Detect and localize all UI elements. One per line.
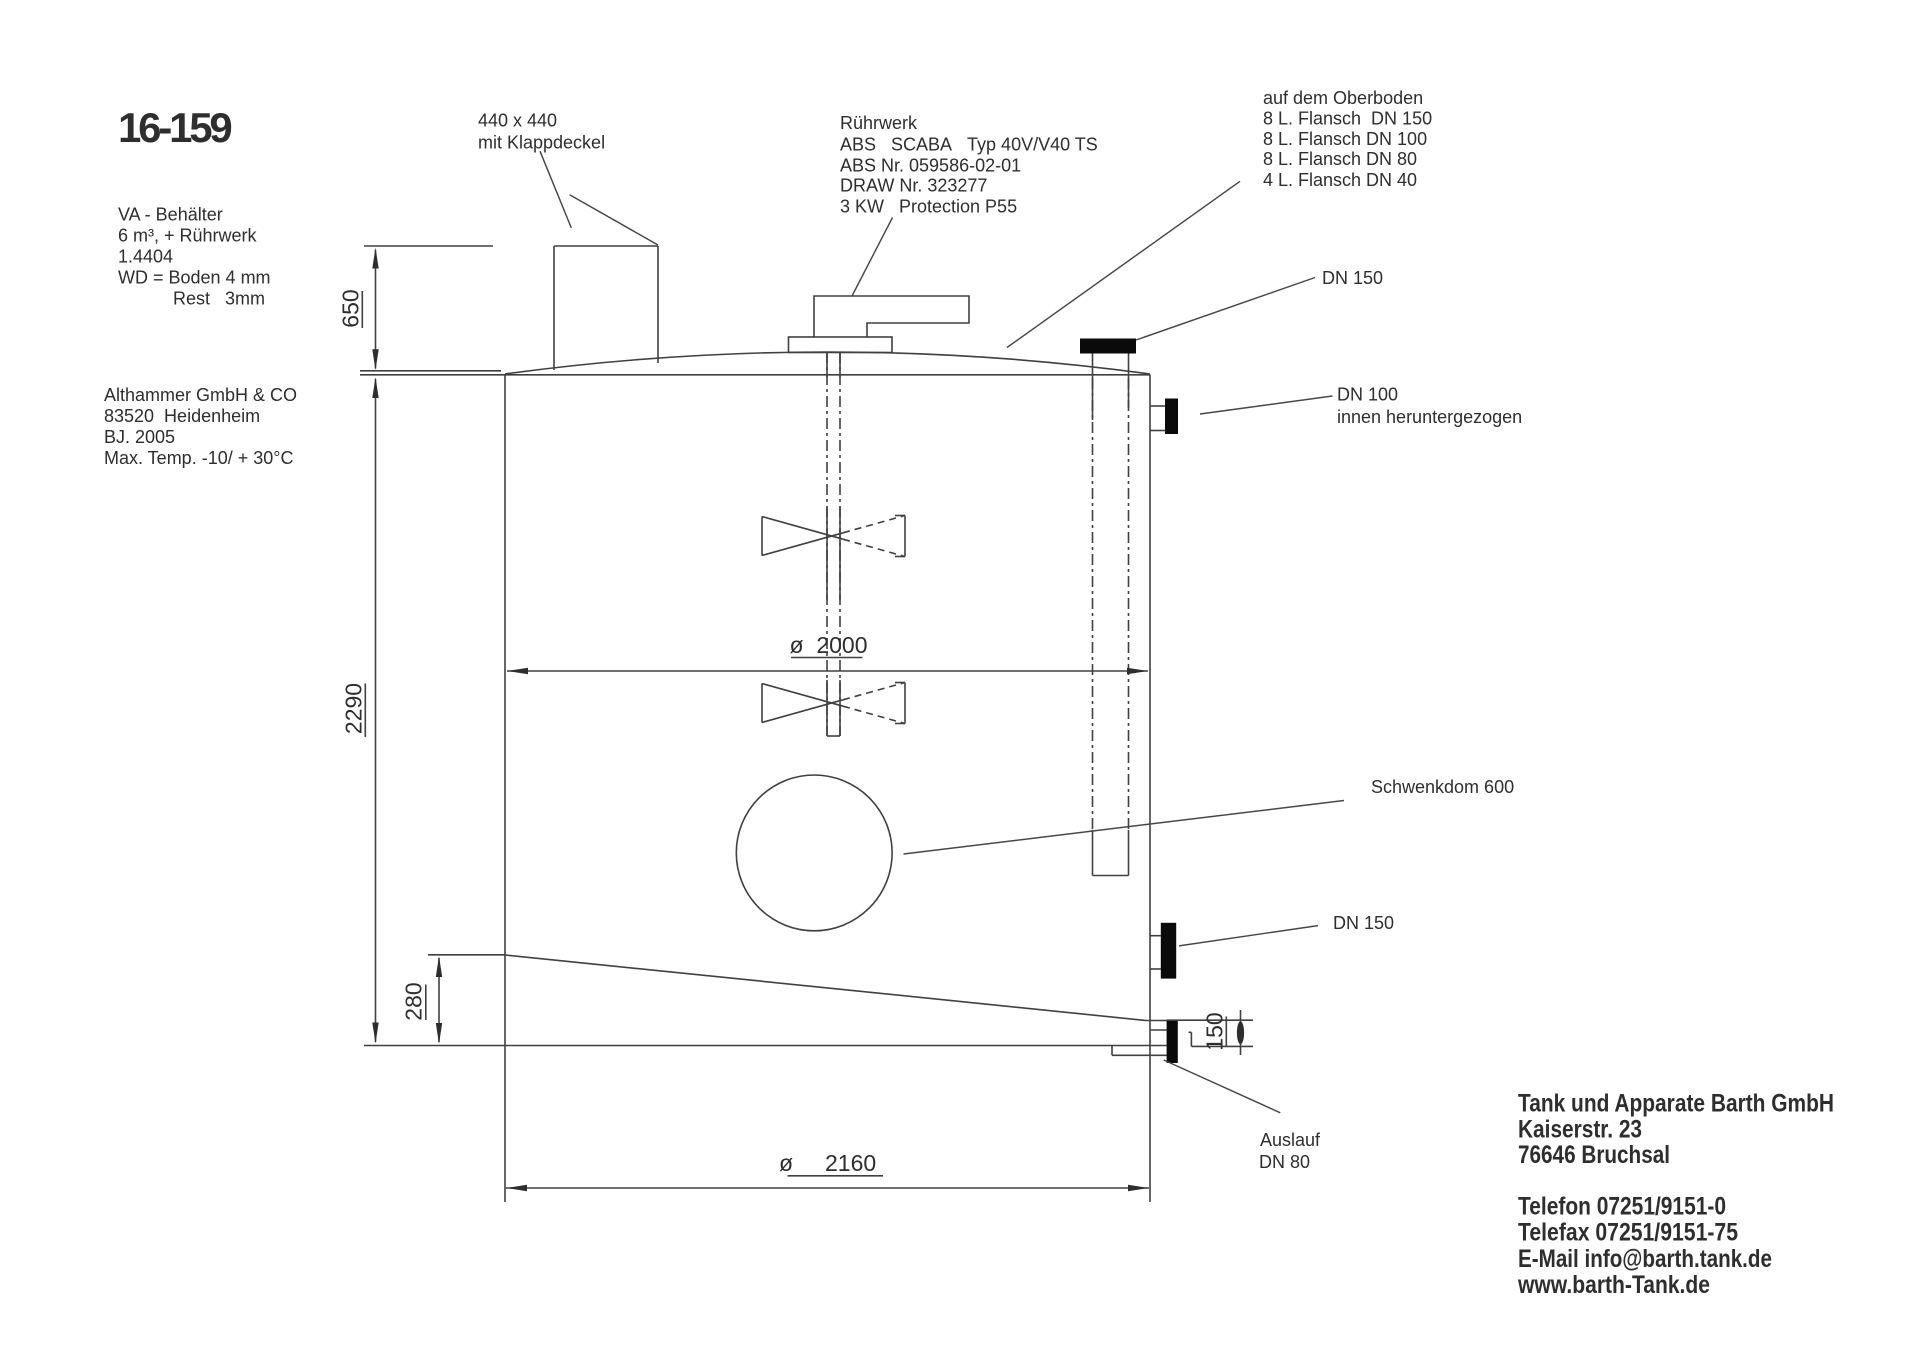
svg-text:Telefax 07251/9151-75: Telefax 07251/9151-75: [1518, 1219, 1738, 1247]
svg-text:innen heruntergezogen: innen heruntergezogen: [1337, 407, 1522, 427]
svg-text:Schwenkdom 600: Schwenkdom 600: [1371, 777, 1514, 797]
svg-text:Kaiserstr. 23: Kaiserstr. 23: [1518, 1116, 1642, 1144]
svg-text:auf dem Oberboden: auf dem Oberboden: [1263, 88, 1423, 108]
svg-text:DN 150: DN 150: [1333, 913, 1394, 933]
svg-text:mit Klappdeckel: mit Klappdeckel: [478, 133, 605, 153]
svg-text:Max. Temp. -10/ + 30°C: Max. Temp. -10/ + 30°C: [104, 448, 293, 468]
svg-text:8 L. Flansch DN 100: 8 L. Flansch DN 100: [1263, 129, 1427, 149]
svg-text:3 KW Protection P55: 3 KW Protection P55: [840, 197, 1017, 217]
svg-text:ø 2160: ø 2160: [779, 1150, 876, 1176]
svg-text:E-Mail info@barth.tank.de: E-Mail info@barth.tank.de: [1518, 1245, 1772, 1273]
svg-text:4 L. Flansch DN 40: 4 L. Flansch DN 40: [1263, 170, 1417, 190]
svg-text:Rührwerk: Rührwerk: [840, 113, 918, 133]
svg-text:8 L. Flansch DN 150: 8 L. Flansch DN 150: [1263, 109, 1432, 129]
svg-text:Auslauf: Auslauf: [1260, 1130, 1321, 1150]
svg-text:Telefon 07251/9151-0: Telefon 07251/9151-0: [1518, 1193, 1726, 1221]
svg-text:440 x 440: 440 x 440: [478, 111, 557, 131]
svg-text:83520 Heidenheim: 83520 Heidenheim: [104, 406, 260, 426]
svg-text:ø 2000: ø 2000: [790, 632, 868, 658]
svg-text:Rest 3mm: Rest 3mm: [173, 289, 265, 309]
svg-text:ABS SCABA Typ 40V/V40 TS: ABS SCABA Typ 40V/V40 TS: [840, 134, 1098, 154]
svg-text:150: 150: [1202, 1012, 1228, 1050]
svg-text:Althammer GmbH & CO: Althammer GmbH & CO: [104, 385, 297, 405]
svg-text:1.4404: 1.4404: [118, 247, 173, 267]
svg-text:www.barth-Tank.de: www.barth-Tank.de: [1517, 1271, 1710, 1299]
svg-text:VA - Behälter: VA - Behälter: [118, 205, 223, 225]
svg-text:DN 150: DN 150: [1322, 268, 1383, 288]
svg-text:DN 80: DN 80: [1259, 1152, 1310, 1172]
svg-text:280: 280: [401, 982, 427, 1020]
svg-text:WD = Boden 4 mm: WD = Boden 4 mm: [118, 268, 271, 288]
svg-text:2290: 2290: [341, 683, 367, 734]
svg-text:650: 650: [338, 289, 364, 327]
svg-text:DRAW Nr. 323277: DRAW Nr. 323277: [840, 175, 987, 195]
svg-text:16-159: 16-159: [118, 104, 231, 151]
svg-text:BJ. 2005: BJ. 2005: [104, 427, 175, 447]
svg-text:6 m³, + Rührwerk: 6 m³, + Rührwerk: [118, 226, 258, 246]
svg-text:8 L. Flansch DN 80: 8 L. Flansch DN 80: [1263, 149, 1417, 169]
svg-text:ABS Nr. 059586-02-01: ABS Nr. 059586-02-01: [840, 155, 1021, 175]
svg-text:DN 100: DN 100: [1337, 385, 1398, 405]
svg-text:Tank und Apparate Barth GmbH: Tank und Apparate Barth GmbH: [1518, 1090, 1834, 1118]
svg-text:76646 Bruchsal: 76646 Bruchsal: [1518, 1141, 1670, 1169]
